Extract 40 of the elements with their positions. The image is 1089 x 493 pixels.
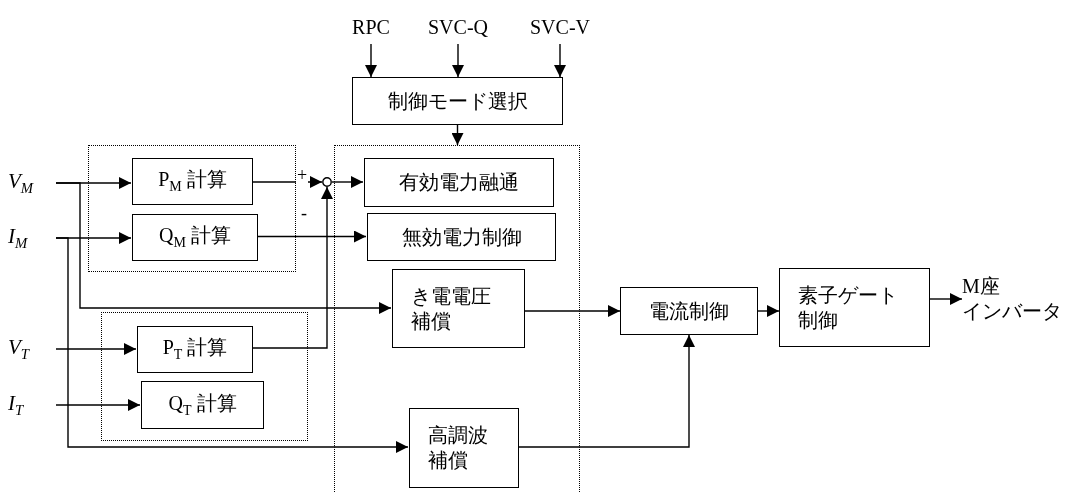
input-label: RPC — [352, 14, 390, 40]
arrow — [55, 182, 392, 314]
box-label: Q$_{T}$ 計算 — [168, 390, 237, 420]
arrow — [251, 186, 333, 349]
output-label: M座 — [962, 274, 1000, 299]
summing-junction — [322, 177, 332, 187]
box-label: P$_{M}$ 計算 — [158, 167, 227, 196]
dotted-group — [334, 145, 580, 493]
box-label: Q$_{M}$ 計算 — [159, 223, 231, 252]
dotted-group — [88, 145, 296, 272]
output-label: インバータ — [962, 299, 1062, 324]
arrow — [256, 230, 367, 243]
arrow — [929, 293, 963, 305]
arrow — [523, 305, 621, 317]
box-label: 素子ゲート制御 — [798, 282, 899, 333]
input-label: I$_{T}$ — [8, 390, 24, 420]
box-label: 制御モード選択 — [387, 88, 528, 114]
box-label: P$_{T}$ 計算 — [162, 335, 228, 364]
box-label: 無効電力制御 — [401, 224, 522, 250]
arrow — [365, 43, 377, 78]
arrow — [55, 399, 141, 411]
box-label: 高調波補償 — [428, 423, 489, 473]
input-label: V$_{M}$ — [8, 168, 34, 198]
arrow — [452, 43, 464, 78]
arrow — [451, 124, 464, 146]
arrow — [55, 343, 137, 355]
box-label: き電電圧補償 — [411, 283, 492, 334]
box-label: 有効電力融通 — [399, 170, 519, 195]
box-label: 電流制御 — [649, 298, 729, 324]
arrow — [331, 176, 364, 188]
input-label: SVC-V — [530, 14, 590, 40]
input-label: I$_{M}$ — [8, 223, 28, 253]
arrow — [554, 43, 566, 78]
arrow — [517, 334, 695, 448]
arrow — [757, 305, 780, 317]
input-label: SVC-Q — [428, 14, 488, 40]
input-label: V$_{T}$ — [8, 334, 29, 364]
arrow — [55, 237, 409, 453]
arrow — [251, 176, 323, 188]
dotted-group — [101, 312, 308, 441]
